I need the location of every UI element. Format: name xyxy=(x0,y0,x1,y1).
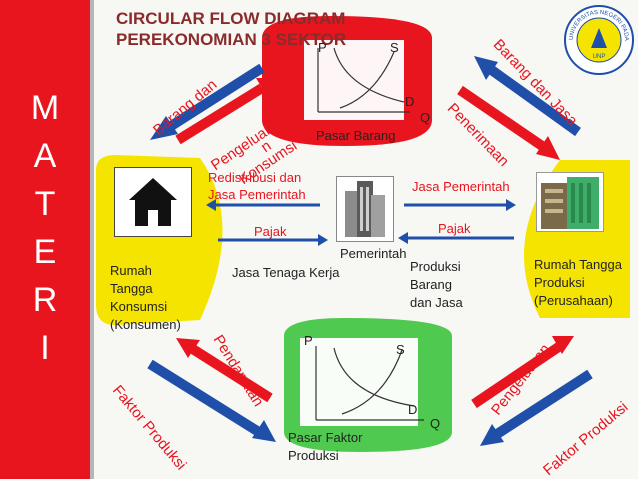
goods-s-label: S xyxy=(390,40,399,55)
goods-chart-area xyxy=(304,40,404,120)
materi-letters: M A T E R I xyxy=(25,84,65,372)
factor-s-label: S xyxy=(396,342,405,357)
sidebar-shadow xyxy=(90,0,94,479)
arrow-pendapatan xyxy=(176,338,273,403)
arrow-pengeluaran-right xyxy=(471,336,574,409)
logo-abbr: UNP xyxy=(593,54,606,60)
goods-demand-curve xyxy=(333,47,405,103)
materi-letter: M xyxy=(30,89,60,127)
university-logo: UNIVERSITAS NEGERI PADANG UNP xyxy=(563,4,634,75)
factor-chart-area xyxy=(300,338,418,426)
arrow-faktor-produksi-right xyxy=(480,369,593,446)
pajak-left-label: Pajak xyxy=(254,224,287,239)
redistribusi-label-2: Jasa Pemerintah xyxy=(208,187,306,202)
goods-p-label: P xyxy=(318,40,327,55)
goods-d-label: D xyxy=(405,94,415,109)
jasa-tenaga-kerja-label: Jasa Tenaga Kerja xyxy=(232,265,340,280)
factor-d-label: D xyxy=(408,402,418,417)
household-box xyxy=(114,167,192,237)
government-label: Pemerintah xyxy=(340,246,407,261)
pajak-right-label: Pajak xyxy=(438,221,471,236)
goods-q-label: Q xyxy=(420,110,431,125)
materi-sidebar xyxy=(0,0,90,479)
materi-letter: A xyxy=(33,137,57,175)
materi-letter: R xyxy=(32,281,58,319)
arrow-barang-dan-left xyxy=(150,63,265,140)
redistribusi-label-1: Redistribusi dan xyxy=(208,170,302,185)
households-label: Rumah Tangga Konsumsi (Konsumen) xyxy=(110,263,181,332)
arrow-faktor-produksi-left xyxy=(147,359,276,442)
produksi-label: Produksi Barang dan Jasa xyxy=(410,259,463,310)
government-box xyxy=(336,176,394,242)
factor-market-label-1: Pasar Faktor xyxy=(288,430,363,445)
page-title: CIRCULAR FLOW DIAGRAM PEREKONOMIAN 3 SEK… xyxy=(116,9,347,49)
goods-market-label: Pasar Barang xyxy=(316,128,396,143)
factor-q-label: Q xyxy=(430,416,441,431)
house-icon xyxy=(129,178,177,226)
materi-letter: E xyxy=(33,233,57,271)
government-building-icon xyxy=(345,181,385,237)
arrow-barang-dan-jasa-right xyxy=(474,56,581,137)
office-building-icon xyxy=(541,177,599,229)
factor-market-label-2: Produksi xyxy=(288,448,339,463)
factor-supply-curve xyxy=(341,349,403,415)
factor-p-label: P xyxy=(304,333,313,348)
arrow-penerimaan xyxy=(457,85,560,160)
materi-letter: T xyxy=(34,185,56,223)
goods-supply-curve xyxy=(339,51,395,109)
firm-box xyxy=(536,172,604,232)
jasa-pemerintah-label: Jasa Pemerintah xyxy=(412,179,510,194)
factor-demand-curve xyxy=(333,347,415,407)
materi-letter: I xyxy=(40,329,50,367)
firms-label: Rumah Tangga Produksi (Perusahaan) xyxy=(534,257,622,308)
arrow-pengeluaran-left xyxy=(175,78,278,145)
